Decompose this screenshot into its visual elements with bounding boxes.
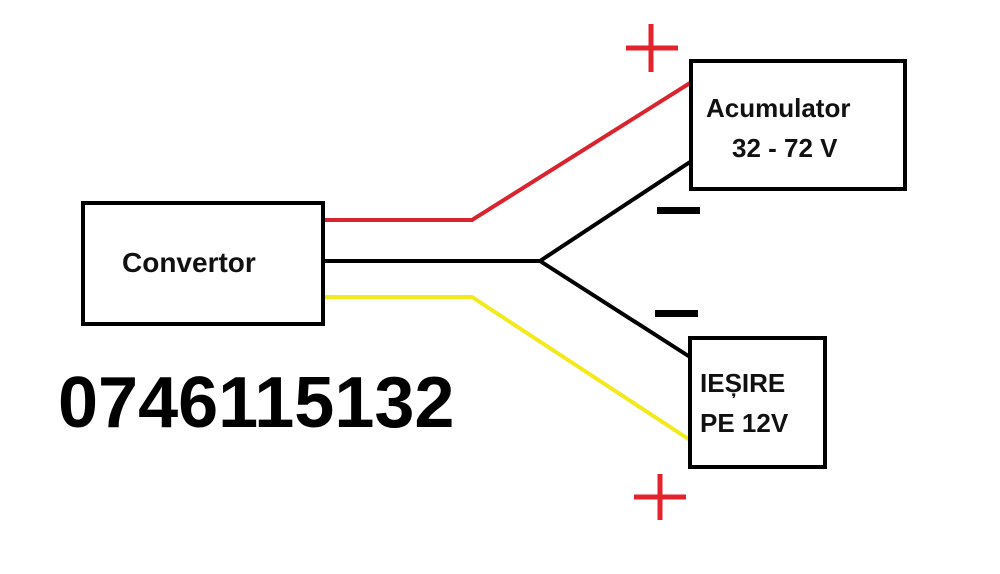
black-wire-to-battery [538, 160, 692, 263]
output-voltage: PE 12V [700, 408, 789, 438]
minus-sign-battery [657, 207, 700, 214]
plus-sign-output [634, 474, 686, 520]
output-label: IEȘIRE [700, 368, 786, 398]
convertor-box: Convertor [81, 201, 325, 326]
plus-sign-battery [626, 24, 678, 72]
convertor-label: Convertor [122, 247, 256, 278]
output-box: IEȘIRE PE 12V [688, 336, 827, 469]
red-positive-wire [323, 81, 692, 222]
battery-voltage: 32 - 72 V [732, 133, 838, 163]
black-wire-to-output [538, 259, 692, 359]
yellow-output-wire [323, 295, 692, 442]
battery-label: Acumulator [706, 93, 851, 123]
phone-number: 0746115132 [58, 363, 455, 443]
minus-sign-output [655, 310, 698, 317]
battery-box: Acumulator 32 - 72 V [689, 59, 907, 191]
